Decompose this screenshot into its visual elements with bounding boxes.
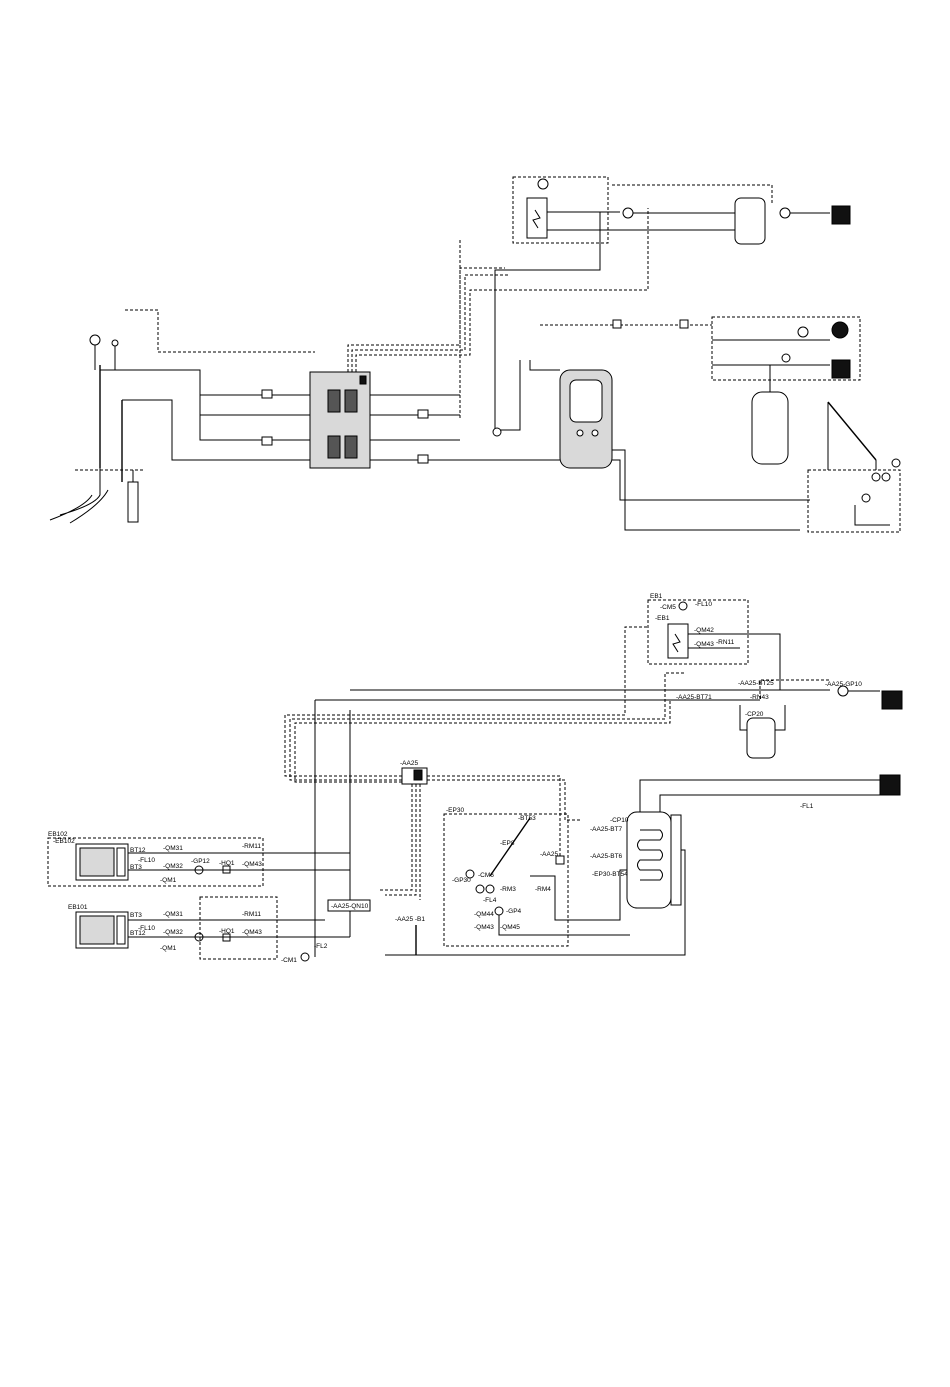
label-aa25-bt71: -AA25-BT71 (676, 694, 712, 701)
label-rm11-102: -RM11 (242, 843, 261, 850)
label-eb1-qm42: -QM42 (694, 627, 714, 634)
label-qm31-101: -QM31 (163, 911, 183, 918)
label-qm43b: -QM43 (474, 924, 494, 931)
label-qm43-102: -QM43 (242, 861, 262, 868)
label-gp30: -GP30 (452, 877, 471, 884)
label-eb1-fl10: -FL10 (695, 601, 712, 608)
label-qm45: -QM45 (500, 924, 520, 931)
label-cp20: -CP20 (745, 711, 764, 718)
label-eb1-sub: -EB1 (655, 615, 670, 622)
label-bt3-102: BT3 (130, 864, 142, 871)
label-qm44: -QM44 (474, 911, 494, 918)
label-fl10-102: -FL10 (138, 857, 155, 864)
label-aa25-gp10: -AA25-GP10 (825, 681, 862, 688)
label-aa25-qn10: -AA25-QN10 (331, 903, 369, 910)
label-eb1: EB1 (650, 593, 663, 600)
label-rm11-101: -RM11 (242, 911, 261, 918)
label-eb1-rn11: -RN11 (716, 639, 735, 646)
radiator-icon (881, 690, 903, 710)
tap-icon (831, 359, 851, 379)
label-bt53: -BT53 (518, 815, 536, 822)
label-fl2: -FL2 (314, 943, 328, 950)
label-aa25-b1: -AA25 -B1 (395, 916, 425, 923)
radiator-icon (831, 205, 851, 225)
label-qm32-101: -QM32 (163, 929, 183, 936)
label-eb102-sub: -EB102 (53, 838, 75, 845)
label-rm3: -RM3 (500, 886, 516, 893)
label-cp10: -CP10 (610, 817, 629, 824)
label-gp4: -GP4 (506, 908, 522, 915)
label-eb1-cm5: -CM5 (660, 604, 676, 611)
label-qm32-102: -QM32 (163, 863, 183, 870)
label-qm43-101: -QM43 (242, 929, 262, 936)
label-bt3-101: BT3 (130, 912, 142, 919)
tank-cp20 (746, 717, 776, 759)
pool-icon (831, 321, 849, 339)
pool-heat-exchanger (494, 176, 830, 430)
solar-collector-icon (807, 401, 901, 533)
label-fl4: -FL4 (483, 897, 497, 904)
label-rm4: -RM4 (535, 886, 551, 893)
label-bt12-101: BT12 (130, 930, 146, 937)
label-hq1-101: -HQ1 (219, 928, 235, 935)
hot-water-module (711, 316, 861, 465)
lower-diagram: EB102 -EB102 BT12 BT3 -QM31 -FL10 -QM32 … (47, 593, 903, 964)
label-aa25-bt7: -AA25-BT7 (590, 826, 623, 833)
label-rn43: -RN43 (750, 694, 769, 701)
label-qm1-102: -QM1 (160, 877, 177, 884)
label-qm1-101: -QM1 (160, 945, 177, 952)
label-eb102: EB102 (48, 831, 68, 838)
label-hq1-102: -HQ1 (219, 860, 235, 867)
label-fl10-101: -FL10 (138, 925, 155, 932)
label-fl1: -FL1 (800, 803, 814, 810)
heat-pump-icon (309, 371, 371, 469)
label-aa25-bt25: -AA25-BT25 (738, 680, 774, 687)
label-cm1: -CM1 (281, 957, 297, 964)
label-eb101: EB101 (68, 904, 88, 911)
label-aa25: -AA25 (400, 760, 418, 767)
accumulator-tank (540, 319, 810, 531)
label-ep8: -EP8 (500, 840, 515, 847)
label-eb1-qm43: -QM43 (694, 641, 714, 648)
ground-collector-icon (49, 365, 145, 524)
label-aa25-bt6: -AA25-BT6 (590, 853, 623, 860)
upper-diagram (49, 176, 901, 533)
label-gp12-102: -GP12 (191, 858, 210, 865)
label-aa25-short: -AA25 (540, 851, 558, 858)
label-bt12-102: BT12 (130, 847, 146, 854)
label-qm31-102: -QM31 (163, 845, 183, 852)
label-cm6: -CM6 (478, 872, 494, 879)
expansion-vessel-icon (89, 334, 101, 346)
tap-icon (879, 774, 901, 796)
label-ep30-bt54: -EP30-BT54 (592, 871, 628, 878)
label-ep30: -EP30 (446, 807, 464, 814)
